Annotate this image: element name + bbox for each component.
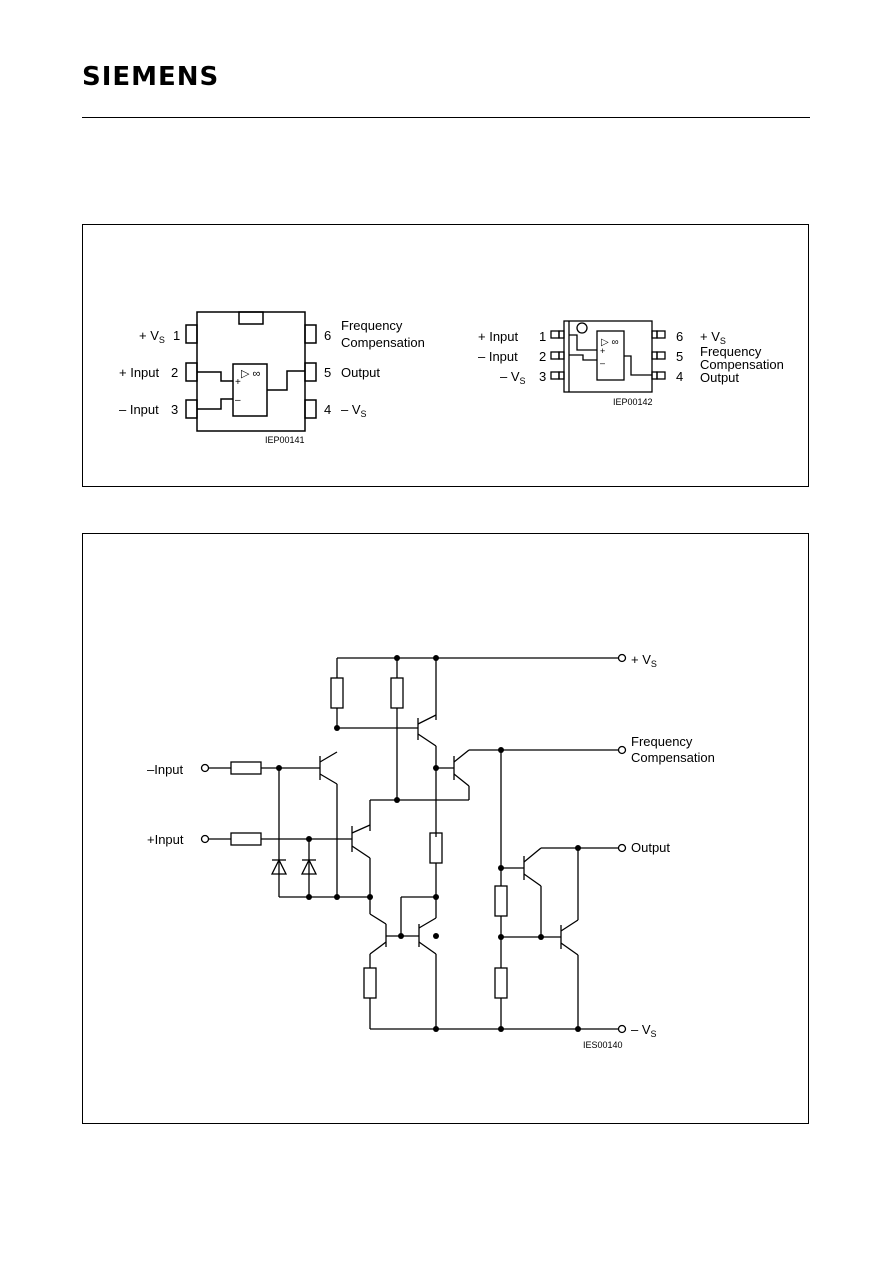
smd-pin2-label: – Input: [478, 349, 518, 364]
pin-configuration-drawing: ▷ ∞ + – + VS 1 + Input 2 – Input 3 6 Fre…: [119, 311, 784, 445]
dip-pin1-label: + VS: [139, 328, 165, 345]
schematic-drawing: –Input +Input + VS Frequency Compensatio…: [147, 652, 715, 1050]
freq-comp-label-2: Compensation: [631, 750, 715, 765]
schematic-terminals: [200, 653, 627, 1034]
dip-minus-sign: –: [235, 395, 241, 406]
freq-comp-label-1: Frequency: [631, 734, 693, 749]
dip-pin5-label: Output: [341, 365, 380, 380]
schematic-figure-code: IES00140: [583, 1040, 623, 1050]
smd-pin5-number: 5: [676, 349, 683, 364]
dip-pin6-label: Frequency: [341, 318, 403, 333]
smd-plus-sign: +: [600, 346, 605, 356]
dip-pin5-number: 5: [324, 365, 331, 380]
smd-pin4-number: 4: [676, 369, 683, 384]
smd-pin3-number: 3: [539, 369, 546, 384]
schematic-nodes: [276, 655, 581, 1032]
schematic-wiring: [209, 657, 618, 1030]
dip-pin2-number: 2: [171, 365, 178, 380]
smd-pin6-label: + VS: [700, 329, 726, 346]
smd-pin2-number: 2: [539, 349, 546, 364]
minus-input-label: –Input: [147, 762, 184, 777]
header-rule: [82, 117, 810, 118]
dip-pin1-number: 1: [173, 328, 180, 343]
schematic-panel: –Input +Input + VS Frequency Compensatio…: [82, 533, 809, 1124]
dip-figure-code: IEP00141: [265, 435, 305, 445]
dip-pin4-label: – VS: [341, 402, 367, 419]
smd-pin1-number: 1: [539, 329, 546, 344]
smd-opamp-symbol: ▷ ∞: [601, 337, 619, 348]
dip-opamp-symbol: ▷ ∞: [241, 368, 260, 380]
dip-pin3-number: 3: [171, 402, 178, 417]
siemens-logo: SIEMENS: [82, 62, 220, 92]
smd-pin5-label: Frequency: [700, 344, 762, 359]
plus-input-label: +Input: [147, 832, 184, 847]
dip-pin6-label2: Compensation: [341, 335, 425, 350]
smd-figure-code: IEP00142: [613, 397, 653, 407]
dip-pin3-label: – Input: [119, 402, 159, 417]
dip-pin4-number: 4: [324, 402, 331, 417]
smd-pin4-label: Output: [700, 370, 739, 385]
smd-minus-sign: –: [600, 358, 605, 368]
pin-configuration-panel: ▷ ∞ + – + VS 1 + Input 2 – Input 3 6 Fre…: [82, 224, 809, 487]
smd-pin1-label: + Input: [478, 329, 519, 344]
vs-minus-label: – VS: [631, 1022, 657, 1039]
smd-pin5-label2: Compensation: [700, 357, 784, 372]
dip-pin6-number: 6: [324, 328, 331, 343]
dip-pin2-label: + Input: [119, 365, 160, 380]
smd-package: [550, 320, 666, 393]
dip-plus-sign: +: [235, 377, 241, 388]
smd-pin3-label: – VS: [500, 369, 526, 386]
smd-pin6-number: 6: [676, 329, 683, 344]
vs-plus-label: + VS: [631, 652, 657, 669]
dip-package: [185, 311, 317, 432]
output-label: Output: [631, 840, 670, 855]
